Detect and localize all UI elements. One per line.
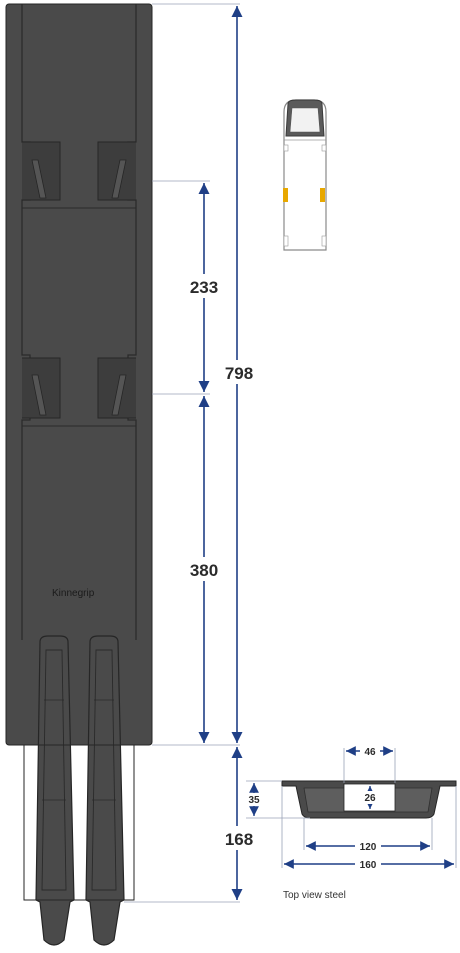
dimension-arrows [198,6,243,900]
rail-slot-upper [22,141,136,209]
rail-leg-right [85,635,125,946]
dim-label-120: 120 [360,842,377,853]
dim-label-380: 380 [190,561,218,580]
dim-label-160: 160 [360,860,377,871]
dim-label-798: 798 [225,364,253,383]
vehicle-top-view-icon [283,99,327,251]
brand-label: Kinnegrip [52,588,95,599]
dim-label-35: 35 [248,795,260,806]
rail-slot-lower [22,357,136,427]
dim-label-168: 168 [225,830,253,849]
dim-label-26: 26 [364,793,376,804]
rail-leg-left [35,635,75,946]
dim-label-233: 233 [190,278,218,297]
rail-side-view: Kinnegrip [5,3,153,946]
extension-lines [124,3,240,903]
rail-foot-base [23,744,135,901]
profile-extension-lines [246,748,457,868]
vehicle-highlight-right [320,188,325,202]
dim-label-46: 46 [364,747,376,758]
vehicle-highlight-left [283,188,288,202]
profile-caption: Top view steel [283,890,346,901]
